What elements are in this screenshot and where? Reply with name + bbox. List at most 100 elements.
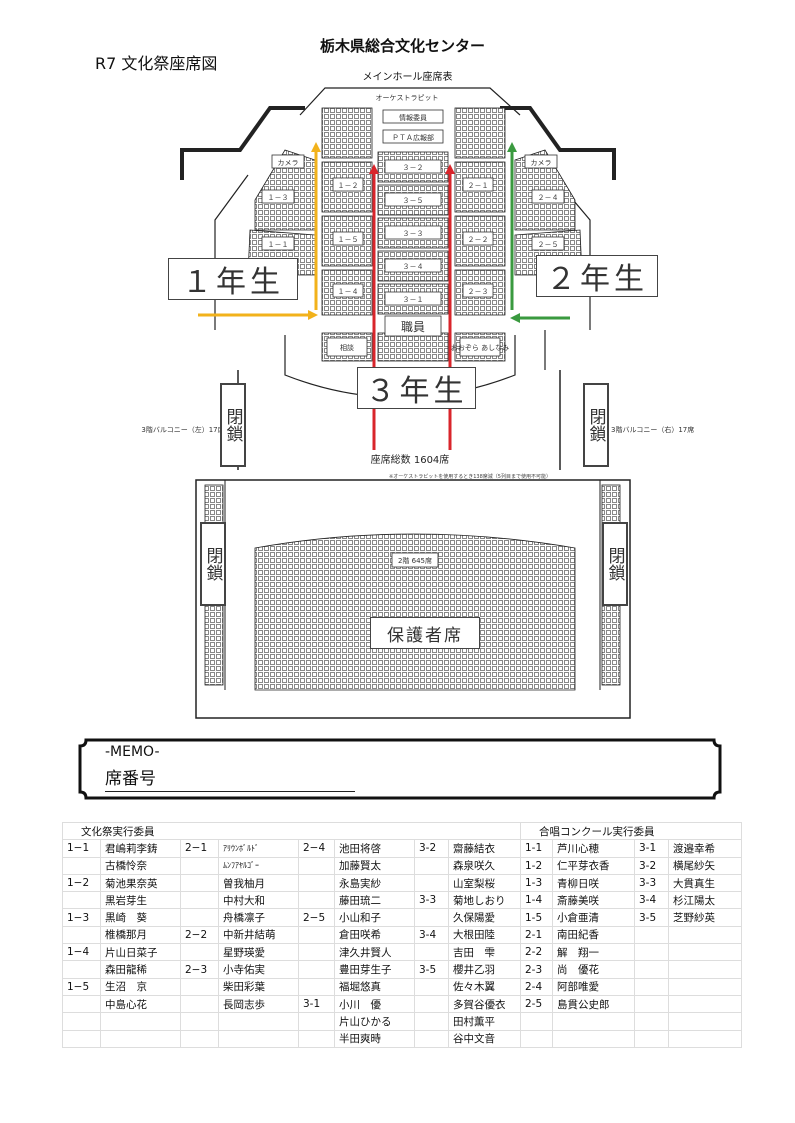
class-cell (414, 1012, 449, 1031)
class-cell (298, 977, 335, 996)
memo-title: -MEMO- (105, 744, 160, 760)
class-cell (414, 908, 449, 927)
class-cell: 3-4 (414, 925, 449, 945)
class-cell (414, 977, 449, 996)
class-cell: 2-5 (520, 994, 553, 1014)
class-cell: 1−2 (62, 873, 101, 893)
name-cell (218, 1012, 299, 1031)
closed-label-left-lower: 閉鎖 (200, 522, 226, 606)
seat-number-writing-line[interactable] (105, 791, 355, 792)
class-cell (180, 1029, 219, 1048)
class-cell: 2−1 (180, 839, 219, 858)
name-cell: 大貫真生 (668, 873, 742, 893)
block-labels (261, 109, 565, 568)
name-cell (668, 1012, 742, 1031)
venue-title: 栃木県総合文化センター (319, 37, 485, 55)
name-cell: 片山日菜子 (100, 943, 181, 962)
class-cell (62, 925, 101, 945)
name-cell: 倉田咲希 (334, 925, 415, 945)
block-2-5: ２－５ (538, 241, 559, 249)
class-cell: 1-5 (520, 908, 553, 927)
class-cell (180, 873, 219, 893)
name-cell: 多賀谷優衣 (448, 994, 521, 1014)
class-cell (414, 943, 449, 962)
class-cell: 1−4 (62, 943, 101, 962)
class-cell (414, 873, 449, 893)
name-cell: 小川 優 (334, 994, 415, 1014)
route-arrows (198, 142, 570, 450)
balcony-left-label: 3階バルコニー（左）17席 (141, 425, 224, 434)
class-cell (414, 856, 449, 875)
class-cell (62, 856, 101, 875)
name-cell: 古橋怜奈 (100, 856, 181, 875)
name-cell (552, 1029, 635, 1048)
block-camera-right: カメラ (531, 159, 552, 167)
name-cell: ﾑﾝﾌｱﾔﾙｺﾞｰ (218, 856, 299, 875)
block-consult: 相談 (340, 343, 354, 352)
block-1-3: １－３ (268, 194, 289, 202)
block-info-committee: 情報委員 (399, 113, 427, 122)
name-cell: 吉田 雫 (448, 943, 521, 962)
block-2-2: ２－２ (468, 236, 489, 244)
name-cell (668, 925, 742, 945)
class-cell (180, 891, 219, 910)
name-cell: 尚 優花 (552, 960, 635, 979)
name-cell: 津久井賢人 (334, 943, 415, 962)
block-ozora: おおぞら あしなみ (451, 344, 509, 352)
class-cell: 3-4 (634, 891, 669, 910)
closed-label-right-lower: 閉鎖 (602, 522, 628, 606)
table-row: 片山ひかる田村薫平 (62, 1012, 742, 1031)
class-cell (298, 943, 335, 962)
class-cell (298, 856, 335, 875)
grade1-label: １年生 (168, 258, 298, 300)
class-cell: 1-1 (520, 839, 553, 858)
class-cell (298, 925, 335, 945)
name-cell: 青柳日咲 (552, 873, 635, 893)
name-cell: 櫻井乙羽 (448, 960, 521, 979)
name-cell: 加藤賢太 (334, 856, 415, 875)
class-cell (298, 873, 335, 893)
name-cell: 横尾紗矢 (668, 856, 742, 875)
block-3-4: ３－４ (403, 263, 424, 271)
class-cell: 3-1 (634, 839, 669, 858)
name-cell: ｱﾘｳﾝﾎﾞﾙﾄﾞ (218, 839, 299, 858)
name-cell: 半田爽時 (334, 1029, 415, 1048)
class-cell: 3-1 (298, 994, 335, 1014)
class-cell: 1−5 (62, 977, 101, 996)
class-cell (414, 1029, 449, 1048)
block-2-1: ２－１ (468, 182, 489, 190)
name-cell: 福堀悠真 (334, 977, 415, 996)
name-cell: 曽我柚月 (218, 873, 299, 893)
class-cell (298, 891, 335, 910)
seat-number-label: 席番号 (105, 769, 156, 789)
name-cell: 森田龍稀 (100, 960, 181, 979)
class-cell (62, 960, 101, 979)
name-cell (100, 1012, 181, 1031)
closed-label-left-upper: 閉鎖 (220, 383, 246, 467)
class-cell (180, 856, 219, 875)
name-cell: 斎藤美咲 (552, 891, 635, 910)
class-cell: 1-4 (520, 891, 553, 910)
name-cell (668, 943, 742, 962)
class-cell (180, 943, 219, 962)
block-1-4: １－４ (338, 288, 359, 296)
class-cell (414, 994, 449, 1014)
name-cell: 仁平芽衣香 (552, 856, 635, 875)
class-cell: 2−5 (298, 908, 335, 927)
block-3-1: ３－１ (403, 296, 424, 304)
name-cell: 解 翔一 (552, 943, 635, 962)
class-cell: 1-3 (520, 873, 553, 893)
name-cell: 南田紀香 (552, 925, 635, 945)
name-cell: 長岡志歩 (218, 994, 299, 1014)
name-cell: 中新井結萌 (218, 925, 299, 945)
name-cell: 片山ひかる (334, 1012, 415, 1031)
